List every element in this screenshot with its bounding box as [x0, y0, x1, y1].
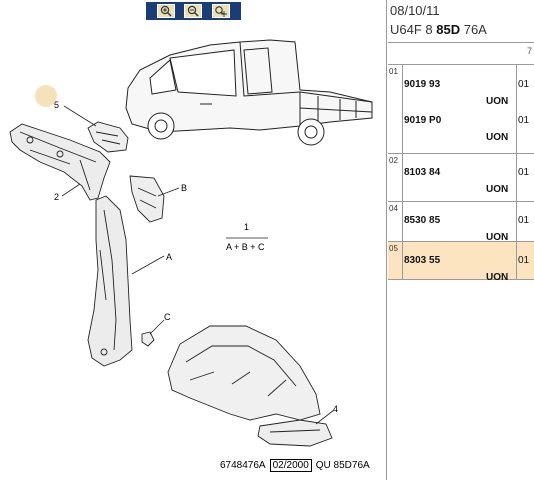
part-number: 8303 55	[404, 255, 441, 266]
part-unit: UON	[486, 232, 509, 243]
part-unit: UON	[486, 272, 509, 283]
zoom-out-icon	[188, 5, 200, 17]
part-a-shape	[87, 195, 133, 367]
part-row[interactable]: 9019 P0 UON 01	[404, 115, 534, 151]
parts-diagram-art: 5 2 B A C 1 A + B + C 4	[9, 39, 373, 447]
part-unit: UON	[486, 132, 509, 143]
callout-4: 4	[333, 404, 338, 414]
group-divider	[516, 242, 517, 279]
group-number: 04	[389, 204, 398, 213]
part-5-shape	[87, 121, 129, 153]
pointer-highlight	[35, 85, 57, 107]
ref-prefix: U64F 8	[390, 22, 437, 37]
group-divider	[402, 154, 403, 201]
part-unit: UON	[486, 96, 509, 107]
part-qty: 01	[518, 79, 530, 90]
footer-date: 02/2000	[269, 459, 312, 472]
header-divider	[388, 42, 534, 43]
footer-code: QU 85D76A	[315, 460, 370, 471]
callout-1: 1	[244, 222, 249, 232]
part-4-shape	[257, 419, 333, 447]
part-qty: 01	[518, 215, 530, 226]
zoom-move-icon	[215, 6, 228, 17]
zoom-toolbar	[146, 2, 241, 20]
callout-leaders	[61, 105, 335, 425]
part-unit: UON	[486, 184, 509, 195]
part-row[interactable]: 8530 85 UON 01	[404, 215, 534, 251]
group-divider	[516, 154, 517, 201]
group-divider	[402, 65, 403, 153]
catalog-reference: U64F 8 85D 76A	[390, 22, 487, 37]
part-2-shape	[9, 123, 111, 201]
group-divider	[516, 65, 517, 153]
ref-bold: 85D	[436, 22, 461, 37]
part-group-02[interactable]: 02 8103 84 UON 01	[388, 154, 534, 202]
vehicle-illustration	[125, 39, 373, 146]
part-group-01[interactable]: 01 9019 93 UON 01 9019 P0 UON 01	[388, 65, 534, 154]
callout-a: A	[166, 252, 172, 262]
part-number: 8530 85	[404, 215, 441, 226]
callout-2: 2	[54, 192, 59, 202]
zoom-in-icon	[160, 5, 172, 17]
callout-formula: A + B + C	[226, 242, 265, 252]
part-qty: 01	[518, 255, 530, 266]
group-number: 02	[389, 156, 398, 165]
zoom-move-button[interactable]	[212, 4, 231, 18]
part-c-shape	[141, 331, 155, 347]
part-row[interactable]: 9019 93 UON 01	[404, 79, 534, 115]
zoom-in-button[interactable]	[156, 4, 175, 18]
callout-c: C	[164, 312, 171, 322]
part-group-05-selected[interactable]: 05 8303 55 UON 01	[388, 242, 534, 283]
part-number: 9019 93	[404, 79, 441, 90]
part-number: 8103 84	[404, 167, 441, 178]
part-qty: 01	[518, 167, 530, 178]
catalog-date: 08/10/11	[390, 3, 440, 18]
exploded-diagram-panel: 5 2 B A C 1 A + B + C 4	[9, 0, 387, 480]
diagram-footer: 6748476A 02/2000 QU 85D76A	[220, 459, 370, 472]
group-number: 05	[389, 244, 398, 253]
wheel-arch-shape	[167, 325, 321, 421]
zoom-out-button[interactable]	[184, 4, 203, 18]
part-row[interactable]: 8103 84 UON 01	[404, 167, 534, 203]
header-divider-2	[388, 64, 534, 65]
column-header: 7	[527, 46, 533, 56]
group-divider	[402, 202, 403, 241]
parts-list-panel: 08/10/11 U64F 8 85D 76A 7 01 9019 93 UON…	[388, 0, 534, 480]
group-divider	[516, 202, 517, 241]
callout-5: 5	[54, 100, 59, 110]
part-group-04[interactable]: 04 8530 85 UON 01	[388, 202, 534, 243]
part-row[interactable]: 8303 55 UON 01	[404, 255, 534, 291]
group-divider	[402, 242, 403, 279]
footer-ref: 6748476A	[220, 460, 266, 471]
part-b-shape	[129, 175, 165, 223]
ref-suffix: 76A	[460, 22, 487, 37]
callout-b: B	[181, 183, 187, 193]
part-qty: 01	[518, 115, 530, 126]
group-number: 01	[389, 67, 398, 76]
part-number: 9019 P0	[404, 115, 442, 126]
